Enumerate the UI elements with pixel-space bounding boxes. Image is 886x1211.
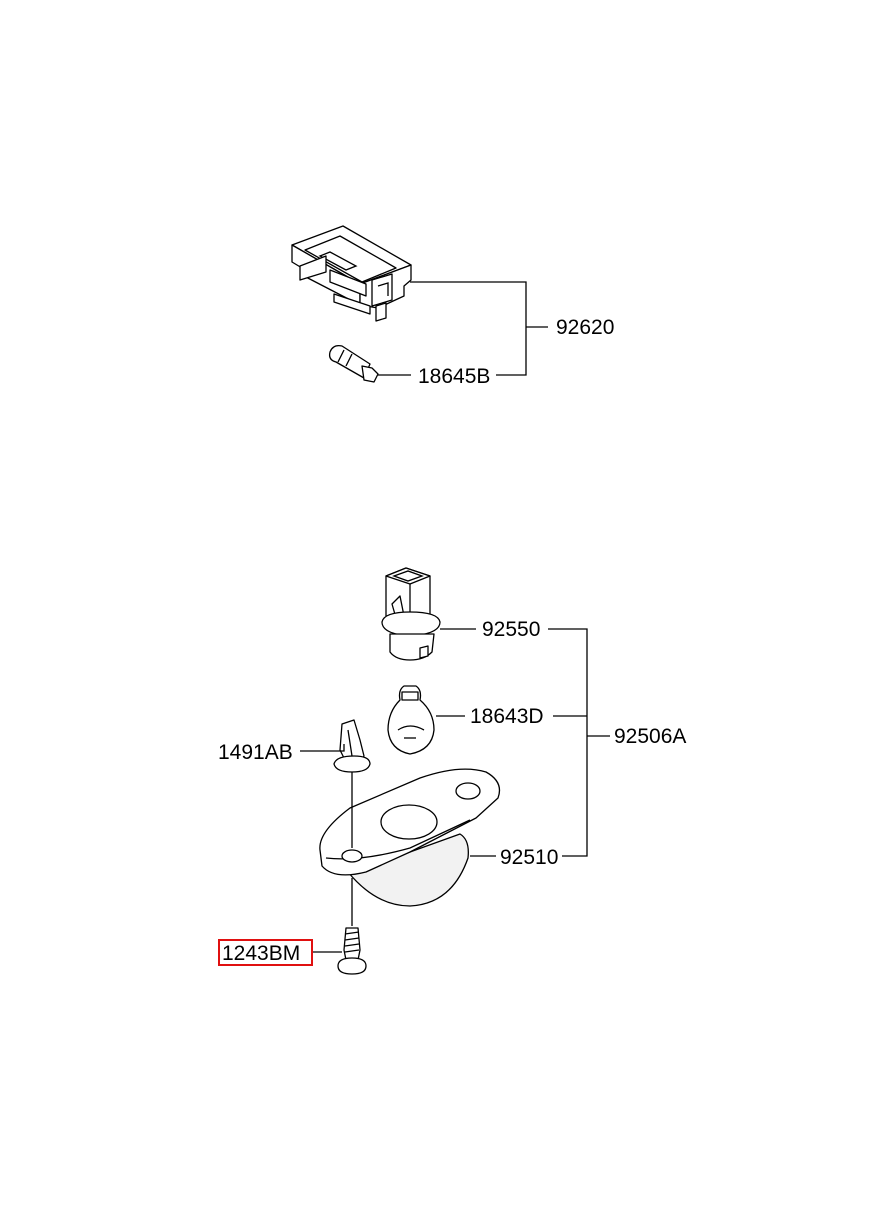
label-92510: 92510	[500, 846, 558, 869]
label-18643d: 18643D	[470, 705, 544, 728]
label-1491ab: 1491AB	[218, 741, 293, 764]
clip-1491ab[interactable]	[333, 719, 371, 773]
label-18645b: 18645B	[418, 365, 490, 388]
label-1243bm[interactable]: 1243BM	[222, 942, 300, 965]
label-92620: 92620	[556, 316, 614, 339]
socket-92550[interactable]	[381, 567, 441, 661]
leaders-upper	[378, 281, 548, 376]
lamp-housing-92620[interactable]	[291, 225, 412, 322]
lens-92510[interactable]	[319, 768, 501, 907]
bulb-18643d[interactable]	[387, 685, 435, 755]
label-92506a: 92506A	[614, 725, 686, 748]
leaders-lower	[300, 628, 610, 953]
screw-1243bm[interactable]	[337, 927, 367, 975]
bulb-18645b[interactable]	[328, 344, 379, 383]
label-92550: 92550	[482, 618, 540, 641]
highlight-box[interactable]	[218, 939, 313, 966]
